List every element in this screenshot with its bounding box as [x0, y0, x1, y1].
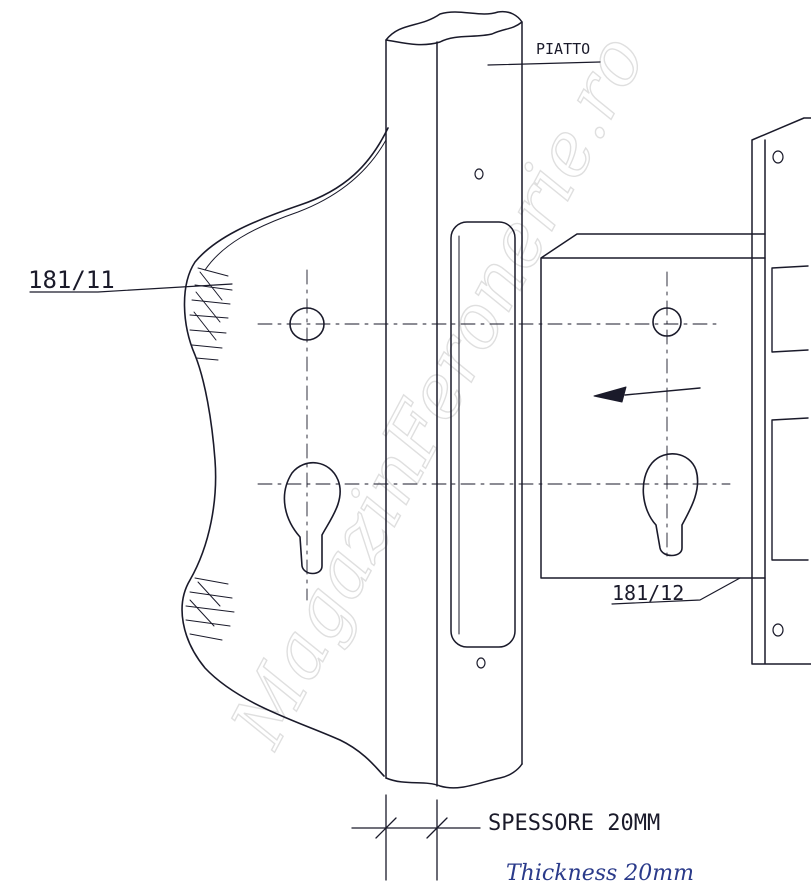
watermark-text: MagazinFeronerie.ro [214, 22, 662, 762]
keyhole-left [283, 461, 341, 575]
faceplate-torn-bottom [385, 763, 523, 789]
lock-body [540, 233, 766, 579]
faceplate-screw-bottom [476, 657, 486, 669]
leader-181-12 [611, 577, 741, 605]
piatto-label: PIATTO [536, 40, 590, 58]
escutcheon-outline [181, 127, 389, 777]
left-arrow-icon [624, 387, 701, 396]
thickness-dimension [351, 794, 481, 881]
strike-screw-top [772, 150, 784, 164]
arrow-head [593, 386, 627, 403]
thickness-label-en: Thickness 20mm [506, 861, 694, 886]
strike-screw-bottom [772, 623, 784, 637]
centre-lines [257, 269, 731, 601]
code-181-11: 181/11 [28, 266, 115, 294]
watermark: MagazinFeronerie.ro [213, 21, 662, 762]
faceplate-slot [450, 221, 516, 648]
leader-piatto [487, 61, 601, 66]
leader-181-11 [29, 283, 233, 293]
escutcheon-outline-inner [204, 139, 387, 271]
strike-plate [751, 117, 811, 665]
code-181-12: 181/12 [612, 581, 684, 605]
keyhole-right [642, 453, 699, 557]
faceplate-torn-top [385, 10, 523, 46]
thickness-label-it: SPESSORE 20MM [488, 811, 660, 836]
faceplate-screw-top [474, 168, 484, 180]
escutcheon-hatching [185, 267, 235, 641]
strike-latch [771, 265, 809, 561]
